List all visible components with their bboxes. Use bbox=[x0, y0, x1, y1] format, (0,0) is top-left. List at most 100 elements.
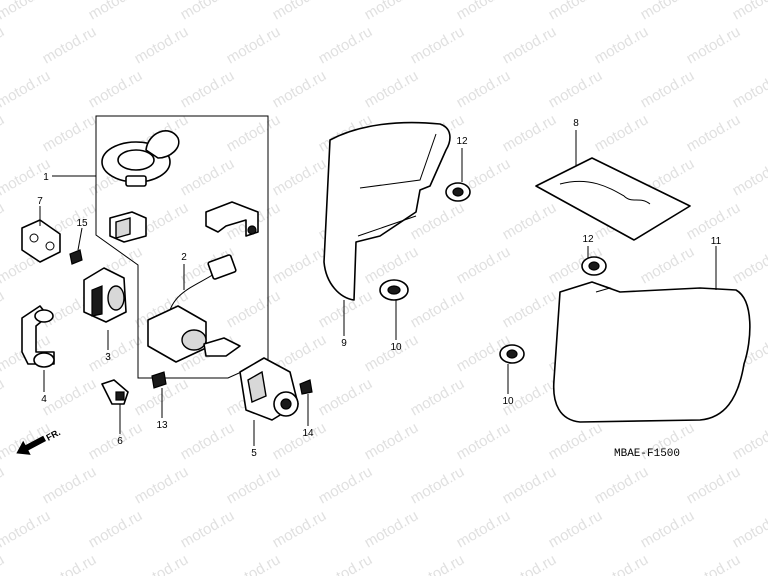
callout-12a: 12 bbox=[456, 136, 468, 147]
watermark-text: motod.ru bbox=[224, 463, 284, 507]
watermark-text: motod.ru bbox=[638, 67, 698, 111]
watermark-text: motod.ru bbox=[270, 419, 330, 463]
callout-labels: 1 2 3 4 5 6 7 8 9 10 10 11 12 12 13 14 1… bbox=[37, 118, 721, 459]
fuel-cap bbox=[101, 130, 180, 187]
callout-1: 1 bbox=[43, 172, 49, 183]
watermark-text: motod.ru bbox=[592, 551, 652, 576]
watermark-text: motod.ru bbox=[86, 0, 146, 23]
watermark-text: motod.ru bbox=[454, 507, 514, 551]
callout-2: 2 bbox=[181, 252, 187, 263]
left-side-cover bbox=[323, 121, 451, 301]
diagram-code: MBAE-F1500 bbox=[614, 448, 680, 460]
watermark-text: motod.ru bbox=[362, 0, 422, 23]
callout-3: 3 bbox=[105, 352, 111, 363]
grommet bbox=[581, 256, 607, 276]
watermark-text: motod.ru bbox=[178, 507, 238, 551]
watermark-text: motod.ru bbox=[178, 419, 238, 463]
side-cover-lock bbox=[239, 357, 299, 421]
grommet bbox=[379, 279, 409, 301]
watermark-text: motod.ru bbox=[684, 111, 744, 155]
watermark-text: motod.ru bbox=[132, 23, 192, 67]
callout-8: 8 bbox=[573, 118, 579, 129]
hinge-bracket bbox=[21, 305, 55, 368]
watermark-text: motod.ru bbox=[546, 67, 606, 111]
watermark-text: motod.ru bbox=[0, 551, 7, 576]
watermark-text: motod.ru bbox=[0, 111, 7, 155]
ignition-switch bbox=[147, 254, 241, 363]
watermark-text: motod.ru bbox=[454, 0, 514, 23]
watermark-text: motod.ru bbox=[546, 419, 606, 463]
watermark-text: motod.ru bbox=[40, 463, 100, 507]
watermark-text: motod.ru bbox=[40, 23, 100, 67]
key-set-frame bbox=[95, 115, 269, 379]
direction-arrow-icon bbox=[16, 435, 47, 455]
watermark-text: motod.ru bbox=[270, 67, 330, 111]
lock-key bbox=[101, 379, 129, 405]
watermark-text: motod.ru bbox=[454, 67, 514, 111]
watermark-text: motod.ru bbox=[362, 507, 422, 551]
watermark-text: motod.ru bbox=[730, 507, 768, 551]
bolt bbox=[151, 371, 167, 389]
callout-15: 15 bbox=[76, 218, 88, 229]
watermark-text: motod.ru bbox=[316, 23, 376, 67]
watermark-text: motod.ru bbox=[270, 0, 330, 23]
watermark-text: motod.ru bbox=[500, 463, 560, 507]
callout-5: 5 bbox=[251, 448, 257, 459]
watermark-text: motod.ru bbox=[730, 419, 768, 463]
helmet-holder-latch bbox=[205, 201, 259, 237]
watermark-text: motod.ru bbox=[40, 111, 100, 155]
watermark-text: motod.ru bbox=[500, 111, 560, 155]
callout-13: 13 bbox=[156, 420, 168, 431]
watermark-text: motod.ru bbox=[592, 111, 652, 155]
watermark-text: motod.ru bbox=[0, 463, 7, 507]
grommet bbox=[445, 182, 471, 202]
watermark-text: motod.ru bbox=[270, 155, 330, 199]
leader-lines bbox=[39, 130, 717, 446]
watermark-text: motod.ru bbox=[40, 551, 100, 576]
watermark-text: motod.ru bbox=[86, 507, 146, 551]
watermark-text: motod.ru bbox=[500, 199, 560, 243]
watermark-text: motod.ru bbox=[270, 243, 330, 287]
watermark-text: motod.ru bbox=[408, 375, 468, 419]
watermark-text: motod.ru bbox=[500, 551, 560, 576]
watermark-text: motod.ru bbox=[408, 551, 468, 576]
callout-7: 7 bbox=[37, 196, 43, 207]
watermark-text: motod.ru bbox=[86, 67, 146, 111]
watermark-text: motod.ru bbox=[730, 155, 768, 199]
callout-10b: 10 bbox=[502, 396, 514, 407]
callout-14: 14 bbox=[302, 428, 314, 439]
watermark-text: motod.ru bbox=[316, 463, 376, 507]
watermark-text: motod.ru bbox=[0, 507, 53, 551]
watermark-text: motod.ru bbox=[684, 551, 744, 576]
watermark-text: motod.ru bbox=[316, 551, 376, 576]
watermark-text: motod.ru bbox=[592, 463, 652, 507]
watermark-text: motod.ru bbox=[0, 0, 53, 23]
watermark-text: motod.ru bbox=[546, 507, 606, 551]
watermark-text: motod.ru bbox=[730, 67, 768, 111]
grommet bbox=[499, 344, 525, 364]
watermark-text: motod.ru bbox=[132, 551, 192, 576]
watermark-text: motod.ru bbox=[0, 199, 7, 243]
watermark-text: motod.ru bbox=[0, 287, 7, 331]
callout-10a: 10 bbox=[390, 342, 402, 353]
watermark-text: motod.ru bbox=[86, 331, 146, 375]
handle-lock bbox=[83, 267, 127, 323]
watermark-text: motod.ru bbox=[500, 287, 560, 331]
callout-4: 4 bbox=[41, 394, 47, 405]
watermark-text: motod.ru bbox=[362, 67, 422, 111]
watermark-text: motod.ru bbox=[454, 243, 514, 287]
seat-lock-latch bbox=[109, 211, 147, 243]
watermark-text: motod.ru bbox=[546, 0, 606, 23]
watermark-text: motod.ru bbox=[592, 23, 652, 67]
watermark-text: motod.ru bbox=[224, 23, 284, 67]
watermark-text: motod.ru bbox=[454, 419, 514, 463]
callout-12b: 12 bbox=[582, 234, 594, 245]
watermark-text: motod.ru bbox=[178, 0, 238, 23]
watermark-text: motod.ru bbox=[408, 463, 468, 507]
watermark-text: motod.ru bbox=[500, 23, 560, 67]
watermark-text: motod.ru bbox=[684, 23, 744, 67]
watermark-text: motod.ru bbox=[638, 0, 698, 23]
watermark-text: motod.ru bbox=[224, 287, 284, 331]
watermark-text: motod.ru bbox=[638, 507, 698, 551]
